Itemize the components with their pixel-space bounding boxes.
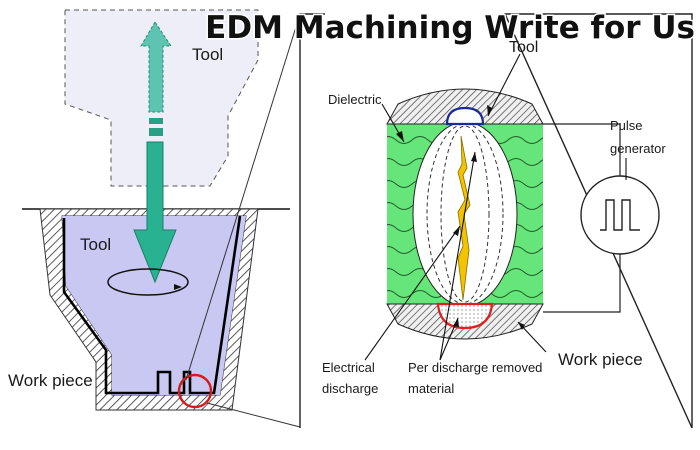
tool-lower-label: Tool [80, 235, 111, 254]
workpiece-label: Work piece [8, 371, 93, 390]
connector-line-bottom [206, 402, 301, 428]
wire-bottom [543, 254, 621, 313]
tool-upper-label: Tool [192, 45, 223, 64]
tool-electrode [386, 88, 544, 125]
square-wave-icon [600, 199, 640, 231]
tool-tip [445, 106, 485, 126]
left-view: Tool Tool Work piece [8, 9, 301, 428]
plasma-arc-mid [426, 123, 504, 305]
removed-label-line2: material [408, 381, 454, 396]
banner-title: EDM Machining Write for Us [205, 10, 695, 46]
arrow-up-icon [140, 21, 172, 136]
rotation-ellipse [107, 268, 189, 296]
detail-workpiece-label: Work piece [558, 350, 643, 369]
pulse-label-line2: generator [610, 141, 666, 156]
pulse-generator [580, 175, 660, 255]
rotation-arrowhead [174, 284, 182, 290]
crater-removed-material [436, 302, 494, 330]
electrical-label-line2: discharge [322, 381, 378, 396]
wire-top [543, 123, 621, 176]
detail-view: Tool Dielectric Pulse generator Work pie… [299, 13, 693, 429]
dielectric-bath [62, 216, 246, 395]
tool-outline [62, 215, 242, 395]
magnifier-circle [177, 373, 213, 409]
electrical-label-line1: Electrical [322, 360, 375, 375]
plasma-arc-inner [440, 125, 490, 303]
connector-line-top [185, 13, 301, 381]
detail-tool-label: Tool [509, 39, 538, 56]
dielectric-label: Dielectric [328, 92, 382, 107]
pulse-label-line1: Pulse [610, 118, 643, 133]
leader-arrowheads [396, 105, 525, 330]
arrow-down-icon [133, 141, 177, 284]
removed-label-line1: Per discharge removed [408, 360, 542, 375]
